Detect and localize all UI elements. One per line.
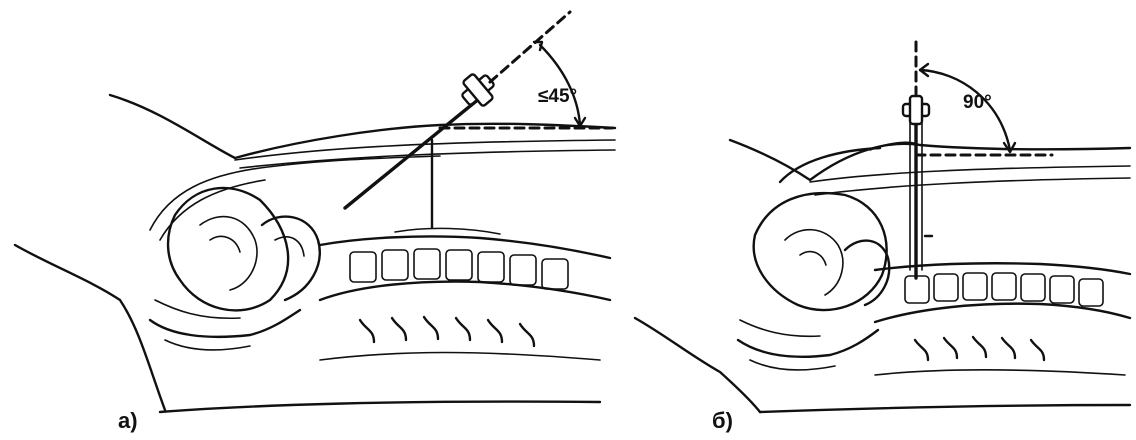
angle-label-max-45: ≤45°	[538, 86, 577, 107]
panel-caption-a: а)	[118, 408, 138, 434]
panel-caption-b: б)	[712, 408, 733, 434]
panel-b: 90° б)	[620, 0, 1136, 440]
illustration-perpendicular-needle-insertion: 90°	[620, 0, 1136, 440]
illustration-oblique-needle-insertion: ≤45°	[0, 0, 620, 440]
panel-a: ≤45° а)	[0, 0, 620, 440]
angle-label-90: 90°	[963, 92, 992, 113]
